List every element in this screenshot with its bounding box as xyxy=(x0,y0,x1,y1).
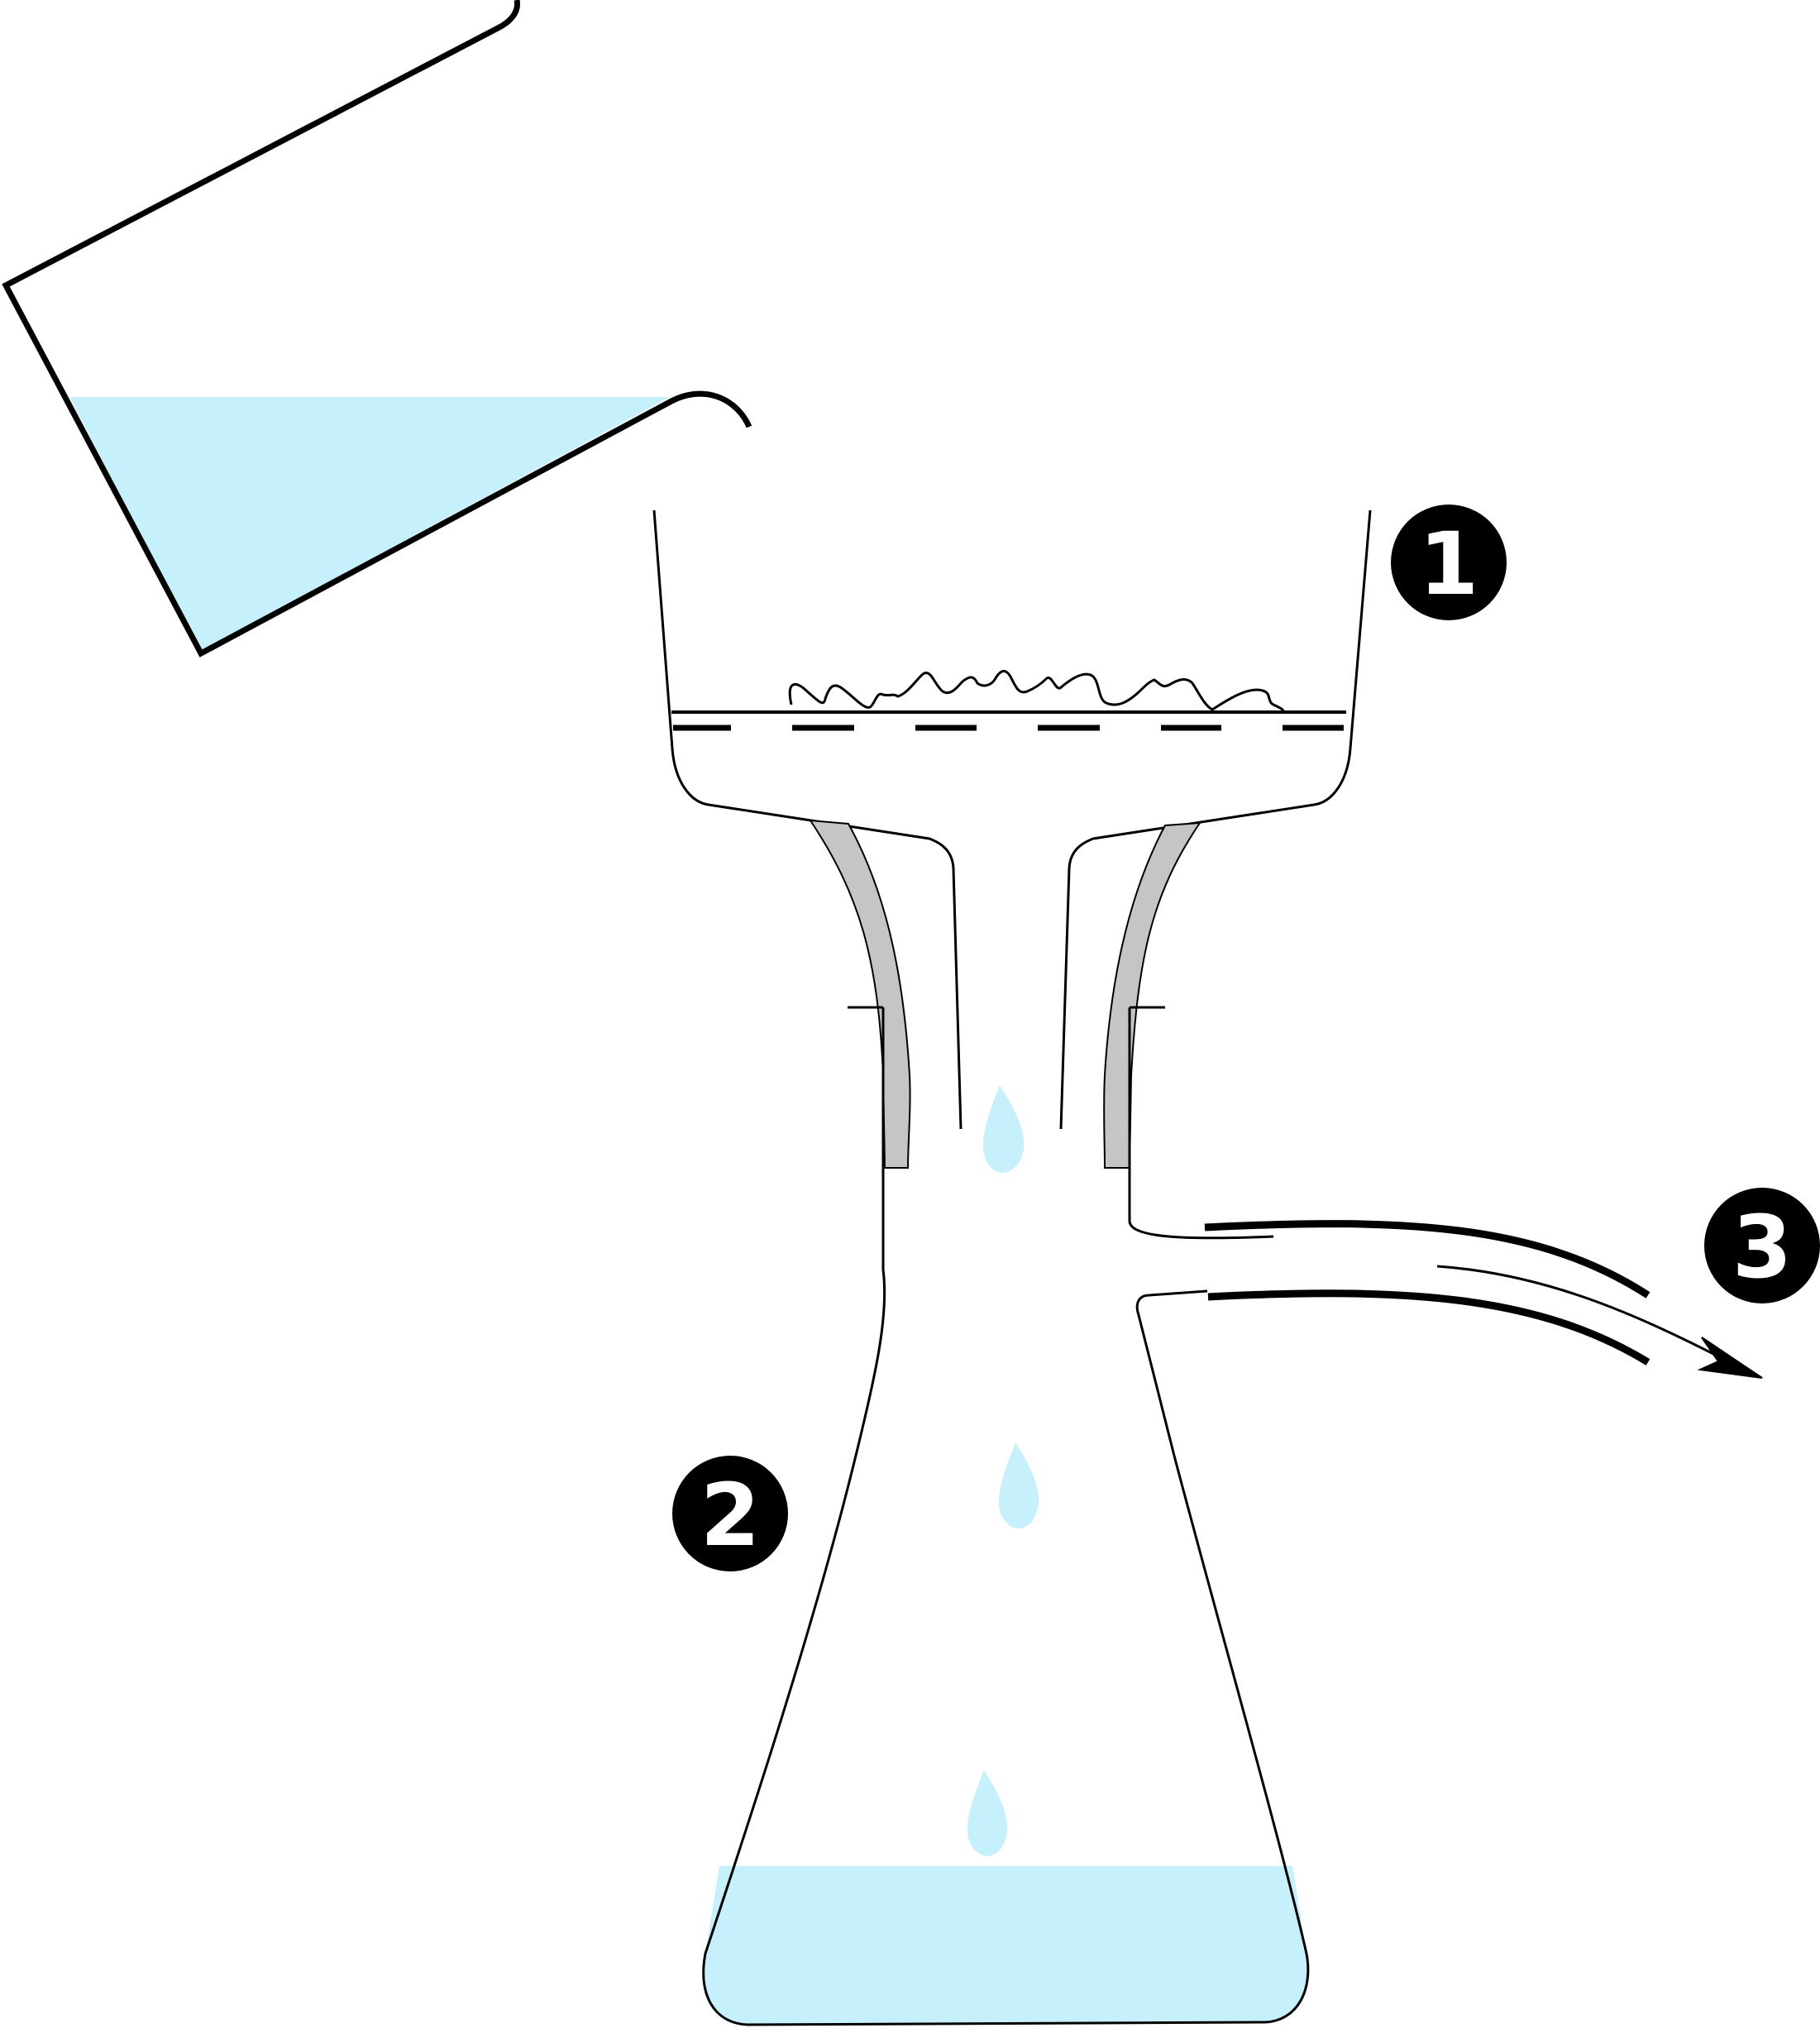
tubing-lower xyxy=(1207,1289,1650,1366)
label-funnel-number: 1 xyxy=(1419,514,1478,615)
droplets xyxy=(967,1085,1039,1856)
funnel-body-right xyxy=(1059,509,1372,1130)
funnel-body-left xyxy=(652,509,963,1130)
label-badge-funnel: 1 xyxy=(1391,505,1507,620)
tubing-upper xyxy=(1204,1220,1650,1299)
label-badge-flask: 2 xyxy=(672,1456,788,1571)
buchner-funnel-icon xyxy=(652,509,1372,1130)
rubber-seal-right xyxy=(1103,821,1201,1169)
label-vacuum-number: 3 xyxy=(1732,1197,1792,1298)
droplet-icon xyxy=(967,1770,1008,1856)
flask-wall-right xyxy=(1128,1007,1274,1240)
label-flask-number: 2 xyxy=(700,1465,760,1566)
rubber-seal-left xyxy=(809,819,911,1169)
label-badge-vacuum: 3 xyxy=(1704,1188,1820,1303)
rubber-seal xyxy=(809,819,1201,1169)
beaker-outline xyxy=(2,0,752,658)
arrow-right-icon xyxy=(1436,1265,1763,1379)
droplet-icon xyxy=(982,1085,1025,1173)
filter-residue xyxy=(788,670,1286,714)
flask-liquid xyxy=(703,1866,1308,2025)
vacuum-tubing xyxy=(1204,1220,1650,1366)
filter-flask-icon xyxy=(702,1006,1310,2026)
flask-wall-left xyxy=(702,1007,1310,2026)
beaker-icon xyxy=(2,0,752,658)
beaker-liquid xyxy=(69,397,670,651)
droplet-icon xyxy=(998,1442,1039,1528)
